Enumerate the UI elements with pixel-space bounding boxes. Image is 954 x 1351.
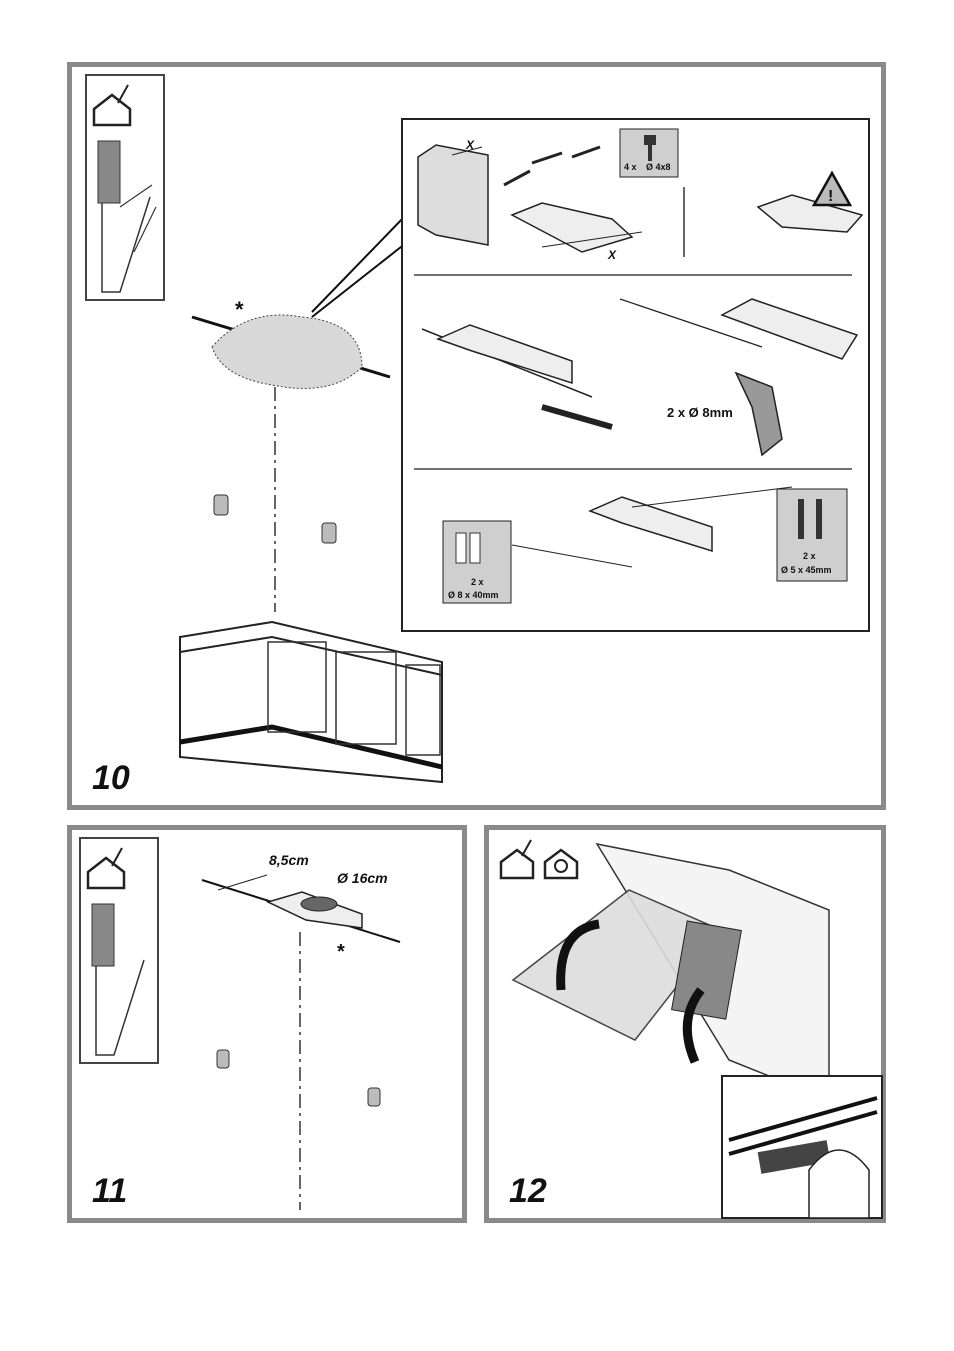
dimension-x-label: X [465,138,475,152]
installation-detail-box [401,118,870,632]
screws2-spec: Ø 5 x 45mm [781,565,832,575]
step-number: 11 [92,1172,128,1210]
filter-release-detail [721,1075,883,1219]
step-12-illustration [499,839,883,1219]
step-10-illustration: * [85,74,870,784]
step-11-panel: 8,5cm Ø 16cm * 11 [67,825,467,1223]
mode-icons [499,839,579,880]
wall-plug-icon [213,494,337,544]
wall-drilling-area [191,314,391,612]
asterisk-marker: * [337,941,345,963]
bracket-mounting-guide [201,874,401,1210]
ducted-mode-reference-icon [79,837,159,1064]
screws-spec: Ø 4x8 [646,162,671,172]
screws2-qty: 2 x [803,551,816,561]
step-number: 12 [509,1172,547,1210]
step-number: 10 [92,759,130,797]
hood-glass-panel [511,842,830,1102]
kitchen-cabinets [179,620,443,784]
step-10-panel: * [67,62,886,810]
plugs-qty: 2 x [471,577,484,587]
step-11-illustration: 8,5cm Ø 16cm * [79,837,401,1210]
drill-label: 2 x Ø 8mm [667,405,733,420]
plugs-spec: Ø 8 x 40mm [448,590,499,600]
ducted-mode-reference-icon [85,74,165,301]
warning-icon: ! [828,188,833,205]
asterisk-marker: * [235,297,244,322]
distance-label: 8,5cm [269,852,309,868]
diameter-label: Ø 16cm [337,870,388,886]
step-12-panel: 12 [484,825,886,1223]
dimension-x-label: X [607,248,617,262]
screws-qty: 4 x [624,162,637,172]
